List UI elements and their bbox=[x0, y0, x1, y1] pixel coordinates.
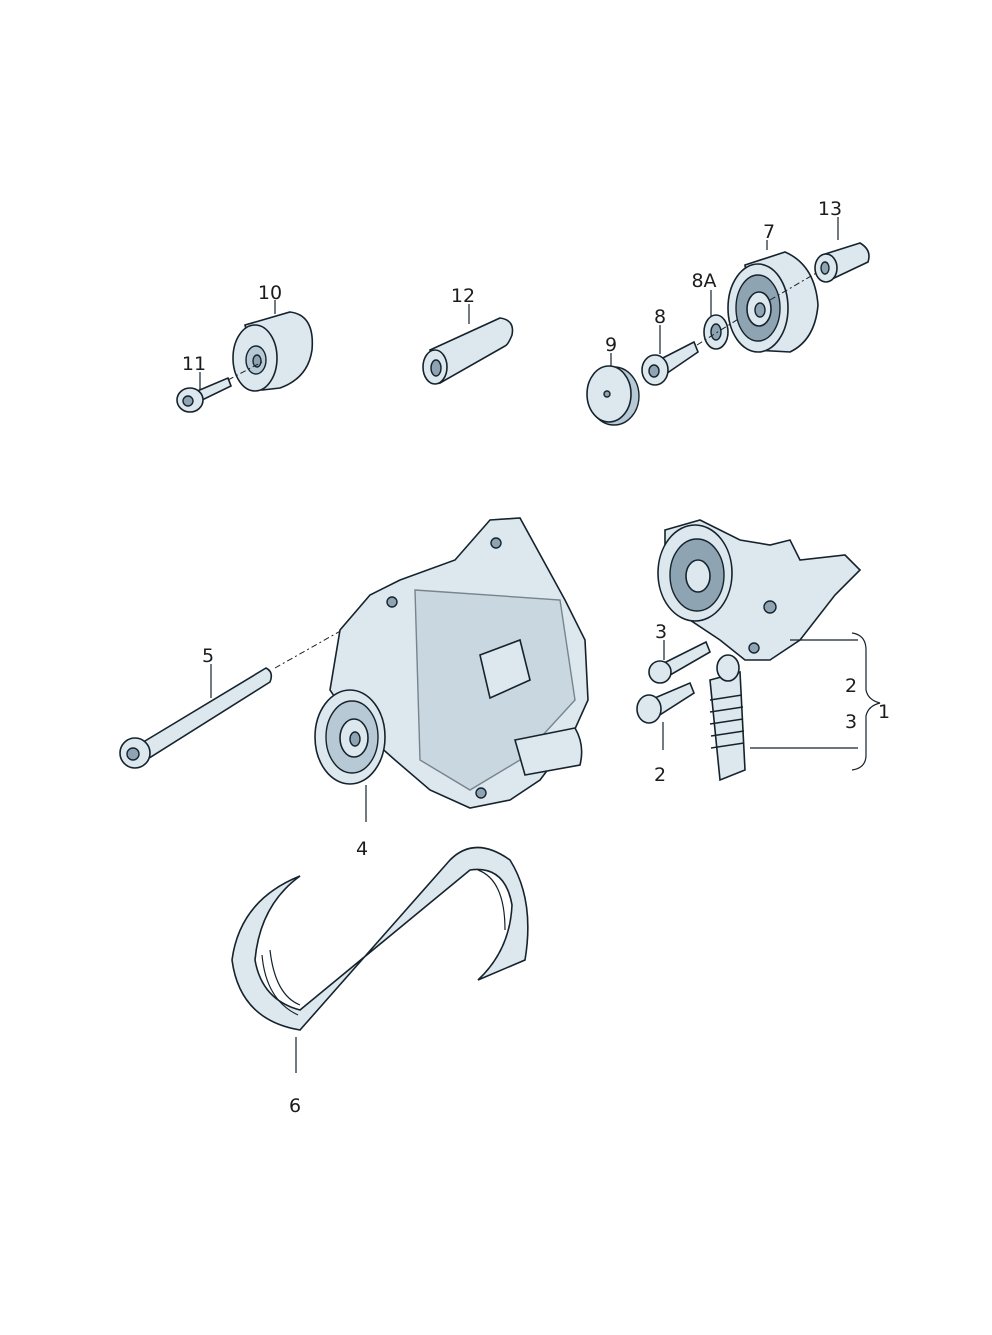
ribbed-belt-6[interactable] bbox=[231, 846, 529, 1031]
bolt-2[interactable] bbox=[636, 681, 695, 724]
label-3-bracket: 3 bbox=[845, 711, 857, 733]
cap-9[interactable] bbox=[586, 365, 640, 426]
tensioner-assembly-1[interactable] bbox=[657, 519, 862, 782]
label-2-bracket: 2 bbox=[845, 675, 857, 697]
label-6: 6 bbox=[289, 1095, 301, 1117]
washer-8A[interactable] bbox=[703, 314, 729, 350]
label-7: 7 bbox=[763, 221, 775, 243]
sleeve-12[interactable] bbox=[422, 317, 514, 385]
bolt-3[interactable] bbox=[648, 640, 712, 684]
label-9: 9 bbox=[605, 334, 617, 356]
tension-pulley-7[interactable] bbox=[727, 251, 819, 353]
label-3-bolt: 3 bbox=[655, 621, 667, 643]
bolt-11[interactable] bbox=[176, 361, 263, 413]
label-13: 13 bbox=[818, 198, 842, 220]
label-5: 5 bbox=[202, 645, 214, 667]
alternator-4[interactable] bbox=[314, 517, 589, 809]
label-4: 4 bbox=[356, 838, 368, 860]
label-11: 11 bbox=[182, 353, 206, 375]
label-8A: 8A bbox=[691, 270, 716, 292]
leader-lines bbox=[199, 217, 881, 1073]
long-bolt-5[interactable] bbox=[119, 602, 391, 769]
label-10: 10 bbox=[258, 282, 282, 304]
label-1: 1 bbox=[878, 701, 890, 723]
stud-13[interactable] bbox=[814, 242, 870, 283]
label-8: 8 bbox=[654, 306, 666, 328]
label-2-bolt: 2 bbox=[654, 764, 666, 786]
bolt-8[interactable] bbox=[641, 317, 741, 386]
idler-pulley-10[interactable] bbox=[232, 311, 314, 392]
label-12: 12 bbox=[451, 285, 475, 307]
